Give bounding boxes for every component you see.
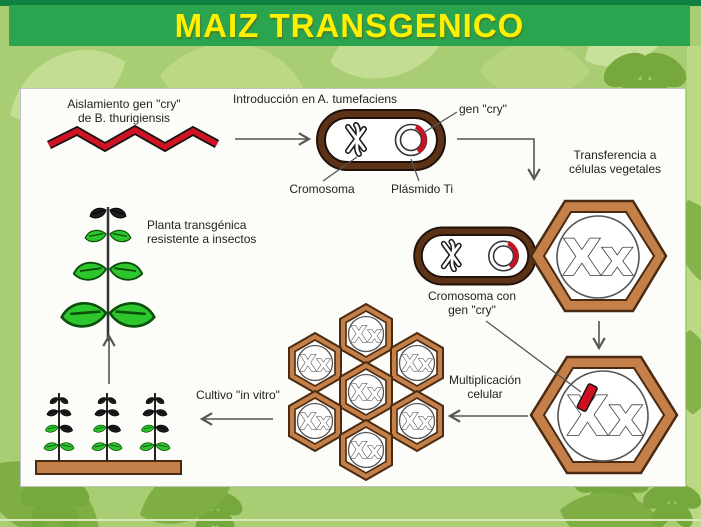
plant-cell-small-icon: [288, 332, 342, 394]
connector-line-gen-cry: [422, 111, 458, 134]
seedling-tray-group: [35, 393, 182, 475]
cry-gene-dna-icon: [46, 124, 220, 153]
label-culture: Cultivo "in vitro": [183, 388, 293, 402]
seedling-icon: [91, 393, 123, 461]
label-line: celular: [467, 387, 503, 402]
connector-line-inserted-gene: [485, 320, 582, 393]
plant-cell-icon: Xx: [529, 199, 668, 313]
chromosome-pair-label: Xx: [567, 385, 644, 448]
seedling-icon: [43, 393, 75, 461]
label-line: células vegetales: [568, 162, 662, 177]
diagram-panel: Xx: [20, 88, 686, 487]
connector-line-plasmid: [410, 158, 420, 182]
top-edge-strip: [0, 0, 701, 6]
label-multiplication: Multiplicación celular: [442, 373, 528, 402]
label-line: Multiplicación: [448, 373, 522, 387]
inserted-gene-segment-icon: [576, 383, 598, 412]
label-line: Introducción en A. tumefaciens: [232, 92, 398, 106]
title-bar: MAIZ TRANSGENICO: [9, 5, 690, 46]
label-line: Planta transgénica: [147, 218, 247, 232]
cell-cluster-icon: [288, 303, 444, 481]
label-line: Cromosoma: [289, 182, 355, 196]
plant-cell-small-icon: [339, 303, 393, 365]
label-line: Aislamiento gen "cry": [67, 97, 181, 111]
label-transfer: Transferencia a células vegetales: [547, 148, 683, 177]
arrow-transfer: [457, 138, 541, 182]
label-isolation: Aislamiento gen "cry" de B. thurigiensis: [39, 97, 209, 126]
seedling-icon: [139, 393, 171, 461]
label-plasmid: Plásmido Ti: [379, 182, 465, 196]
label-line: Plásmido Ti: [390, 182, 454, 196]
label-line: gen "cry": [459, 102, 507, 116]
label-line: Cromosoma con: [427, 289, 517, 303]
label-chromosome: Cromosoma: [276, 182, 368, 196]
agrobacterium-with-gene-icon: [418, 231, 532, 280]
label-line: gen "cry": [448, 303, 496, 318]
label-line: Transferencia a: [573, 148, 657, 162]
plant-cell-small-icon: [288, 390, 342, 452]
label-gen-cry: gen "cry": [459, 102, 507, 116]
label-line: Cultivo "in vitro": [196, 388, 280, 402]
page-title: MAIZ TRANSGENICO: [174, 6, 525, 44]
label-introduction: Introducción en A. tumefaciens: [217, 92, 413, 106]
plant-cell-small-icon: [390, 390, 444, 452]
diagram-art: Xx: [35, 89, 679, 481]
connector-line-chromosome: [322, 156, 358, 182]
agrobacterium-icon: [321, 114, 441, 166]
plant-cell-small-icon: [390, 332, 444, 394]
label-line: de B. thurigiensis: [77, 111, 171, 126]
chromosome-pair-label: Xx: [563, 229, 634, 287]
label-line: resistente a insectos: [147, 232, 257, 247]
transgenic-plant-icon: [58, 204, 158, 341]
label-transgenic-plant: Planta transgénica resistente a insectos: [147, 218, 256, 247]
plant-cell-small-icon: [339, 361, 393, 423]
soil-tray-icon: [35, 460, 182, 475]
label-chromosome-with-gene: Cromosoma con gen "cry": [419, 289, 525, 318]
transformed-plant-cell-icon: Xx: [529, 355, 679, 475]
plant-cell-small-icon: [339, 419, 393, 481]
